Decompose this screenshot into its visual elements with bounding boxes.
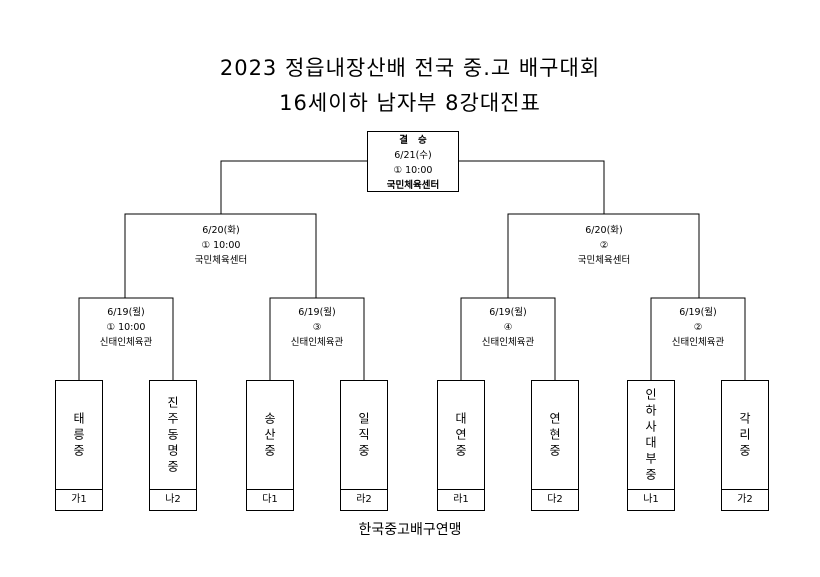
team-seed: 가1 xyxy=(56,489,102,510)
team-seed: 라2 xyxy=(341,489,387,510)
team-name: 대연중 xyxy=(453,412,468,460)
match-time: ④ xyxy=(503,322,513,333)
match-date: 6/19(월) xyxy=(489,307,527,318)
semifinal-bracket xyxy=(507,213,700,298)
quarterfinal-info: 6/19(월) ④ 신태인체육관 xyxy=(448,305,568,350)
quarterfinal-bracket xyxy=(650,297,746,380)
team-seed: 나1 xyxy=(628,489,674,510)
team-seed: 라1 xyxy=(438,489,484,510)
semifinal-info: 6/20(화) ② 국민체육센터 xyxy=(544,223,664,268)
quarterfinal-info: 6/19(월) ③ 신태인체육관 xyxy=(257,305,377,350)
quarterfinal-info: 6/19(월) ① 10:00 신태인체육관 xyxy=(66,305,186,350)
team-box: 진주동명중 나2 xyxy=(149,380,197,511)
semifinal-info: 6/20(화) ① 10:00 국민체육센터 xyxy=(161,223,281,268)
final-venue: 국민체육센터 xyxy=(386,180,440,191)
match-time: ② xyxy=(599,240,609,251)
tournament-title: 2023 정읍내장산배 전국 중.고 배구대회 xyxy=(219,56,601,80)
match-time: ③ xyxy=(312,322,322,333)
team-box: 송산중 다1 xyxy=(246,380,294,511)
team-name: 송산중 xyxy=(262,412,277,460)
match-date: 6/19(월) xyxy=(679,307,717,318)
team-seed: 가2 xyxy=(722,489,768,510)
final-date: 6/21(수) xyxy=(394,150,432,161)
match-time: ① 10:00 xyxy=(201,240,241,251)
match-venue: 신태인체육관 xyxy=(290,337,344,348)
final-connector xyxy=(220,160,367,214)
quarterfinal-info: 6/19(월) ② 신태인체육관 xyxy=(638,305,758,350)
bracket-subtitle: 16세이하 남자부 8강대진표 xyxy=(279,91,541,115)
match-venue: 국민체육센터 xyxy=(577,255,631,266)
team-box: 인하사대부중 나1 xyxy=(627,380,675,511)
team-name: 인하사대부중 xyxy=(643,388,658,484)
team-box: 연현중 다2 xyxy=(531,380,579,511)
match-time: ② xyxy=(693,322,703,333)
final-connector xyxy=(459,160,605,214)
team-name: 각리중 xyxy=(737,412,752,460)
team-box: 대연중 라1 xyxy=(437,380,485,511)
final-label: 결 승 xyxy=(399,135,427,146)
match-date: 6/19(월) xyxy=(107,307,145,318)
team-name: 연현중 xyxy=(547,412,562,460)
team-box: 각리중 가2 xyxy=(721,380,769,511)
match-venue: 신태인체육관 xyxy=(671,337,725,348)
team-name: 진주동명중 xyxy=(165,396,180,476)
match-date: 6/19(월) xyxy=(298,307,336,318)
match-date: 6/20(화) xyxy=(202,225,240,236)
team-seed: 다1 xyxy=(247,489,293,510)
team-box: 일직중 라2 xyxy=(340,380,388,511)
organizer-footer: 한국중고배구연맹 xyxy=(358,522,462,538)
final-match-box: 결 승 6/21(수) ① 10:00 국민체육센터 xyxy=(367,131,459,192)
final-time: ① 10:00 xyxy=(393,165,433,176)
team-name: 태릉중 xyxy=(71,412,86,460)
team-seed: 나2 xyxy=(150,489,196,510)
team-name: 일직중 xyxy=(356,412,371,460)
team-box: 태릉중 가1 xyxy=(55,380,103,511)
semifinal-bracket xyxy=(124,213,317,298)
match-venue: 신태인체육관 xyxy=(481,337,535,348)
team-seed: 다2 xyxy=(532,489,578,510)
match-time: ① 10:00 xyxy=(106,322,146,333)
match-venue: 신태인체육관 xyxy=(99,337,153,348)
quarterfinal-bracket xyxy=(78,297,174,380)
quarterfinal-bracket xyxy=(460,297,556,380)
match-venue: 국민체육센터 xyxy=(194,255,248,266)
quarterfinal-bracket xyxy=(269,297,365,380)
match-date: 6/20(화) xyxy=(585,225,623,236)
